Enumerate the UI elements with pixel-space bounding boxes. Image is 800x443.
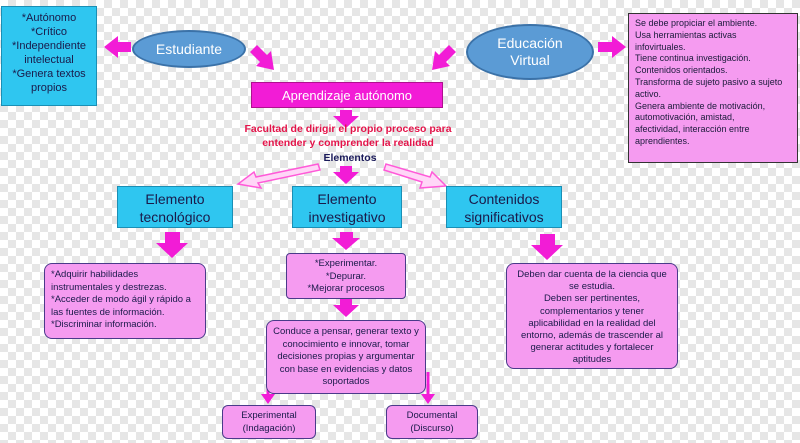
arrow-details-to-outcome (333, 298, 359, 317)
arrow-tech-to-details (156, 232, 188, 258)
arrow-virtual-to-box (598, 36, 626, 58)
tech-element-box: Elemento tecnológico (117, 186, 233, 228)
arrowhead-documental (421, 394, 435, 404)
student-label: Estudiante (155, 41, 223, 57)
documental-box: Documental (Discurso) (386, 405, 478, 439)
arrow-invest-to-details (332, 232, 360, 250)
virtual-education-oval: Educación Virtual (466, 24, 594, 80)
invest-outcome-box: Conduce a pensar, generar texto y conoci… (266, 320, 426, 394)
arrow-virtual-to-learning (432, 45, 456, 70)
invest-details-box: *Experimentar. *Depurar. *Mejorar proces… (286, 253, 406, 299)
student-traits-box: *Autónomo *Crítico *Independiente intele… (1, 6, 97, 106)
tech-details-box: *Adquirir habilidades instrumentales y d… (44, 263, 206, 339)
arrow-elements-to-invest (333, 166, 359, 184)
content-element-box: Contenidos significativos (446, 186, 562, 228)
elements-label: Elementos (323, 152, 377, 164)
arrow-student-to-traits (104, 36, 131, 58)
experimental-box: Experimental (Indagación) (222, 405, 316, 439)
arrow-elements-to-content (383, 163, 448, 189)
arrow-learning-to-definition (333, 110, 359, 128)
arrowhead-experimental (261, 394, 275, 404)
virtual-education-label: Educación Virtual (497, 35, 563, 68)
arrow-student-to-learning (250, 45, 274, 70)
student-oval: Estudiante (132, 30, 246, 68)
autonomous-learning-label: Aprendizaje autónomo (281, 88, 413, 103)
autonomous-learning-box: Aprendizaje autónomo (251, 82, 443, 108)
definition-text: Facultad de dirigir el propio proceso pa… (244, 123, 452, 149)
virtual-education-box: Se debe propiciar el ambiente. Usa herra… (628, 13, 798, 163)
arrow-content-to-details (531, 234, 563, 260)
invest-element-box: Elemento investigativo (292, 186, 402, 228)
arrow-elements-to-tech (236, 163, 321, 190)
content-details-box: Deben dar cuenta de la ciencia que se es… (506, 263, 678, 369)
